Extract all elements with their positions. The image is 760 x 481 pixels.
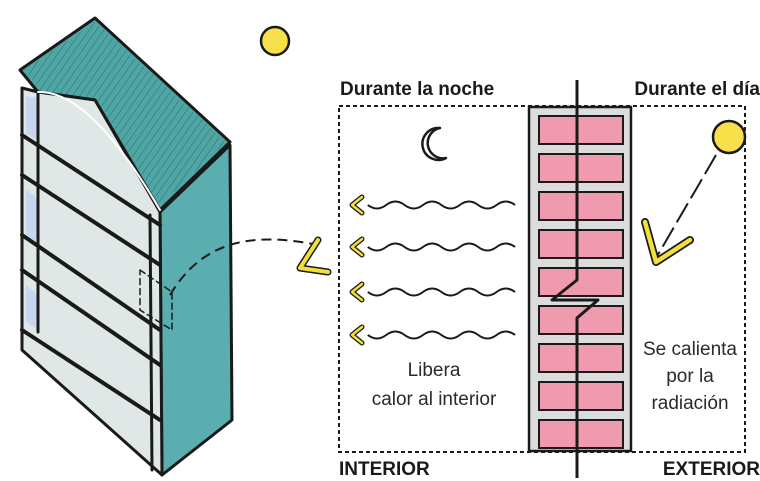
house-building-illustration [18,16,234,477]
wave-arrow-icon-fill [350,282,364,302]
wave-line [367,242,516,252]
brick [538,381,624,411]
brick [538,343,624,373]
heat-waves [349,194,516,346]
release-text-line1: Libera [408,360,461,381]
interior-label: INTERIOR [339,459,430,480]
floor-slab-1 [20,133,162,227]
heats-text-line1: Se calienta [643,339,737,360]
radiation-ray [655,154,717,259]
wave-arrow-icon-fill [350,325,364,345]
day-heading: Durante el día [634,79,760,100]
brick-wall [527,80,633,478]
brick [538,267,624,297]
brick [538,419,624,449]
night-heading: Durante la noche [340,79,494,100]
floor-slab-3 [20,233,162,332]
wall-crack [550,80,600,478]
brick [538,115,624,145]
floor-slab-4 [20,268,162,367]
roof-hatch [24,22,226,205]
connector-arrowhead-fill [298,238,330,274]
wave-line [367,330,516,340]
radiation-arrowhead-fill [642,219,693,265]
brick [538,191,624,221]
wave-arrow-icon-fill [350,237,364,257]
exterior-label: EXTERIOR [663,459,760,480]
moon-icon [421,126,448,162]
left-pane-2 [26,190,38,245]
wave-arrow-icon-fill [350,195,364,215]
release-text-line2: calor al interior [372,389,497,410]
wave-line [367,287,516,297]
detail-marker [139,269,173,331]
floor-slab-5 [20,328,162,422]
gable-edge [37,90,161,211]
heats-text-line3: radiación [651,393,728,414]
detail-connector [169,238,319,296]
wave-line [367,200,516,210]
sun-icon [259,25,291,57]
day-sun-icon [711,119,747,155]
heats-text-line2: por la [666,366,714,387]
brick [538,305,624,335]
floor-slab-2 [20,173,162,267]
left-pane-1 [26,96,38,140]
brick [538,229,624,259]
brick [538,153,624,183]
left-pane-3 [26,285,38,330]
